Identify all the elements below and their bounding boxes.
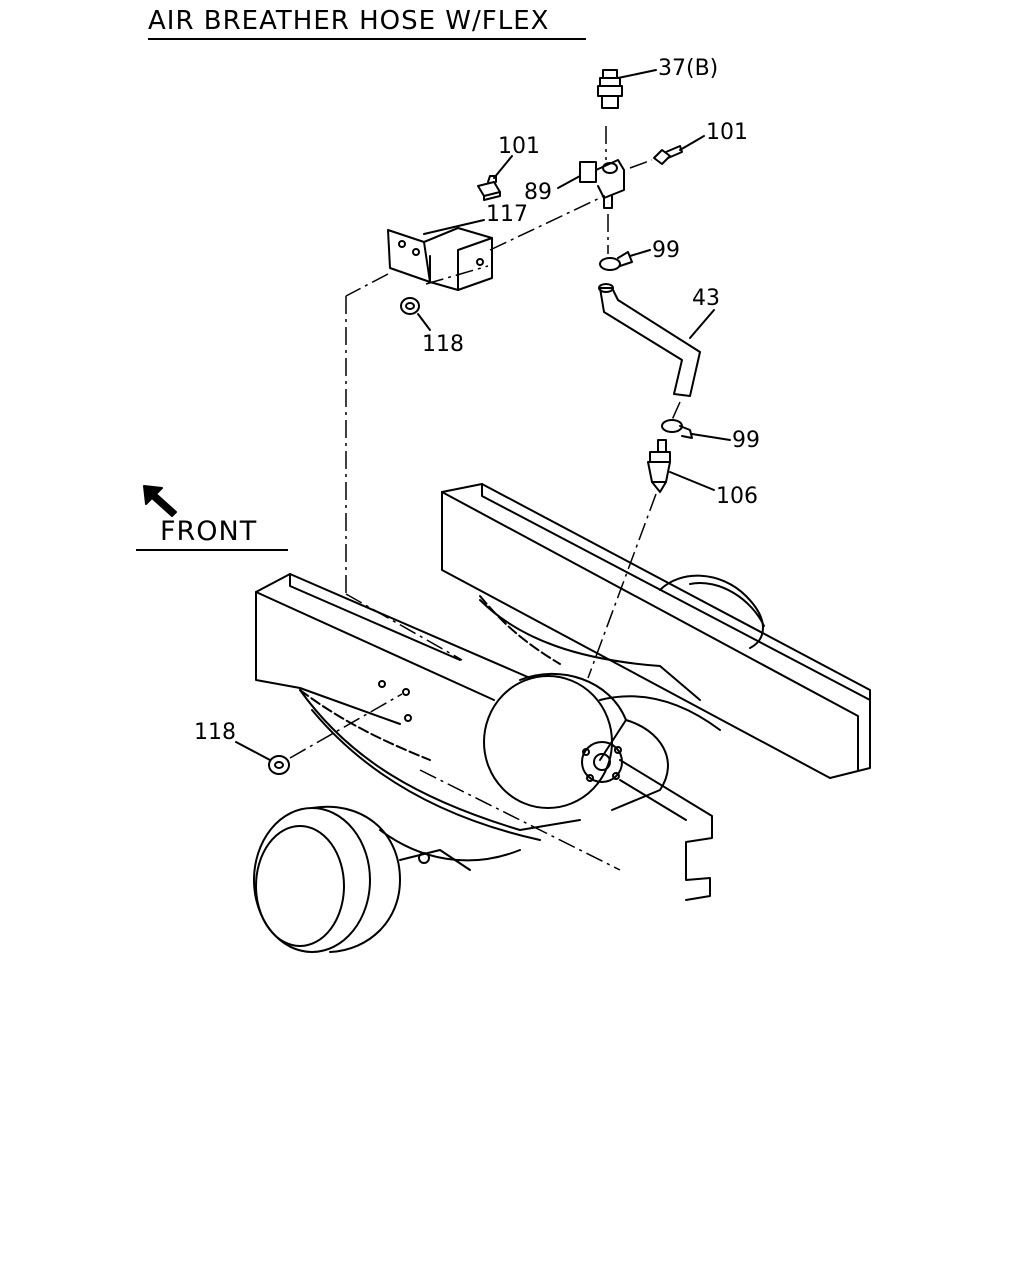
right-frame-rail (441, 483, 871, 779)
callout-101-right: 101 (706, 120, 748, 145)
cross-member (619, 759, 713, 901)
hose-clamp-99-lower (661, 419, 693, 439)
clamp-89 (579, 159, 625, 209)
bracket-117 (387, 227, 493, 291)
axle-housing (299, 599, 721, 862)
callout-99-upper: 99 (652, 238, 680, 263)
nut-118-lower (268, 755, 290, 775)
diagram-title: AIR BREATHER HOSE W/FLEX (148, 6, 550, 36)
bolt-101-left (477, 175, 501, 201)
callout-106: 106 (716, 484, 758, 509)
callout-118-upper: 118 (422, 332, 464, 357)
differential-housing (483, 672, 669, 811)
title-underline (148, 38, 586, 40)
callout-117: 117 (486, 202, 528, 227)
connector-106 (647, 439, 671, 493)
callout-118-lower: 118 (194, 720, 236, 745)
right-wheel-hub (659, 574, 765, 649)
leaf-spring (299, 595, 561, 761)
breather-fitting-37b (597, 69, 623, 109)
callout-101-left: 101 (498, 134, 540, 159)
callout-89: 89 (524, 180, 552, 205)
left-frame-rail (255, 573, 531, 725)
front-arrow-icon (143, 485, 177, 517)
front-label: FRONT (160, 516, 258, 547)
left-wheel-hub (253, 805, 471, 953)
hose-clamp-99-upper (599, 251, 633, 271)
nut-118-upper (400, 297, 420, 315)
bolt-101-right (653, 145, 683, 165)
front-underline (136, 549, 288, 551)
callout-37b: 37(B) (658, 56, 719, 81)
callout-43: 43 (692, 286, 720, 311)
hose-43 (598, 283, 701, 397)
callout-99-lower: 99 (732, 428, 760, 453)
